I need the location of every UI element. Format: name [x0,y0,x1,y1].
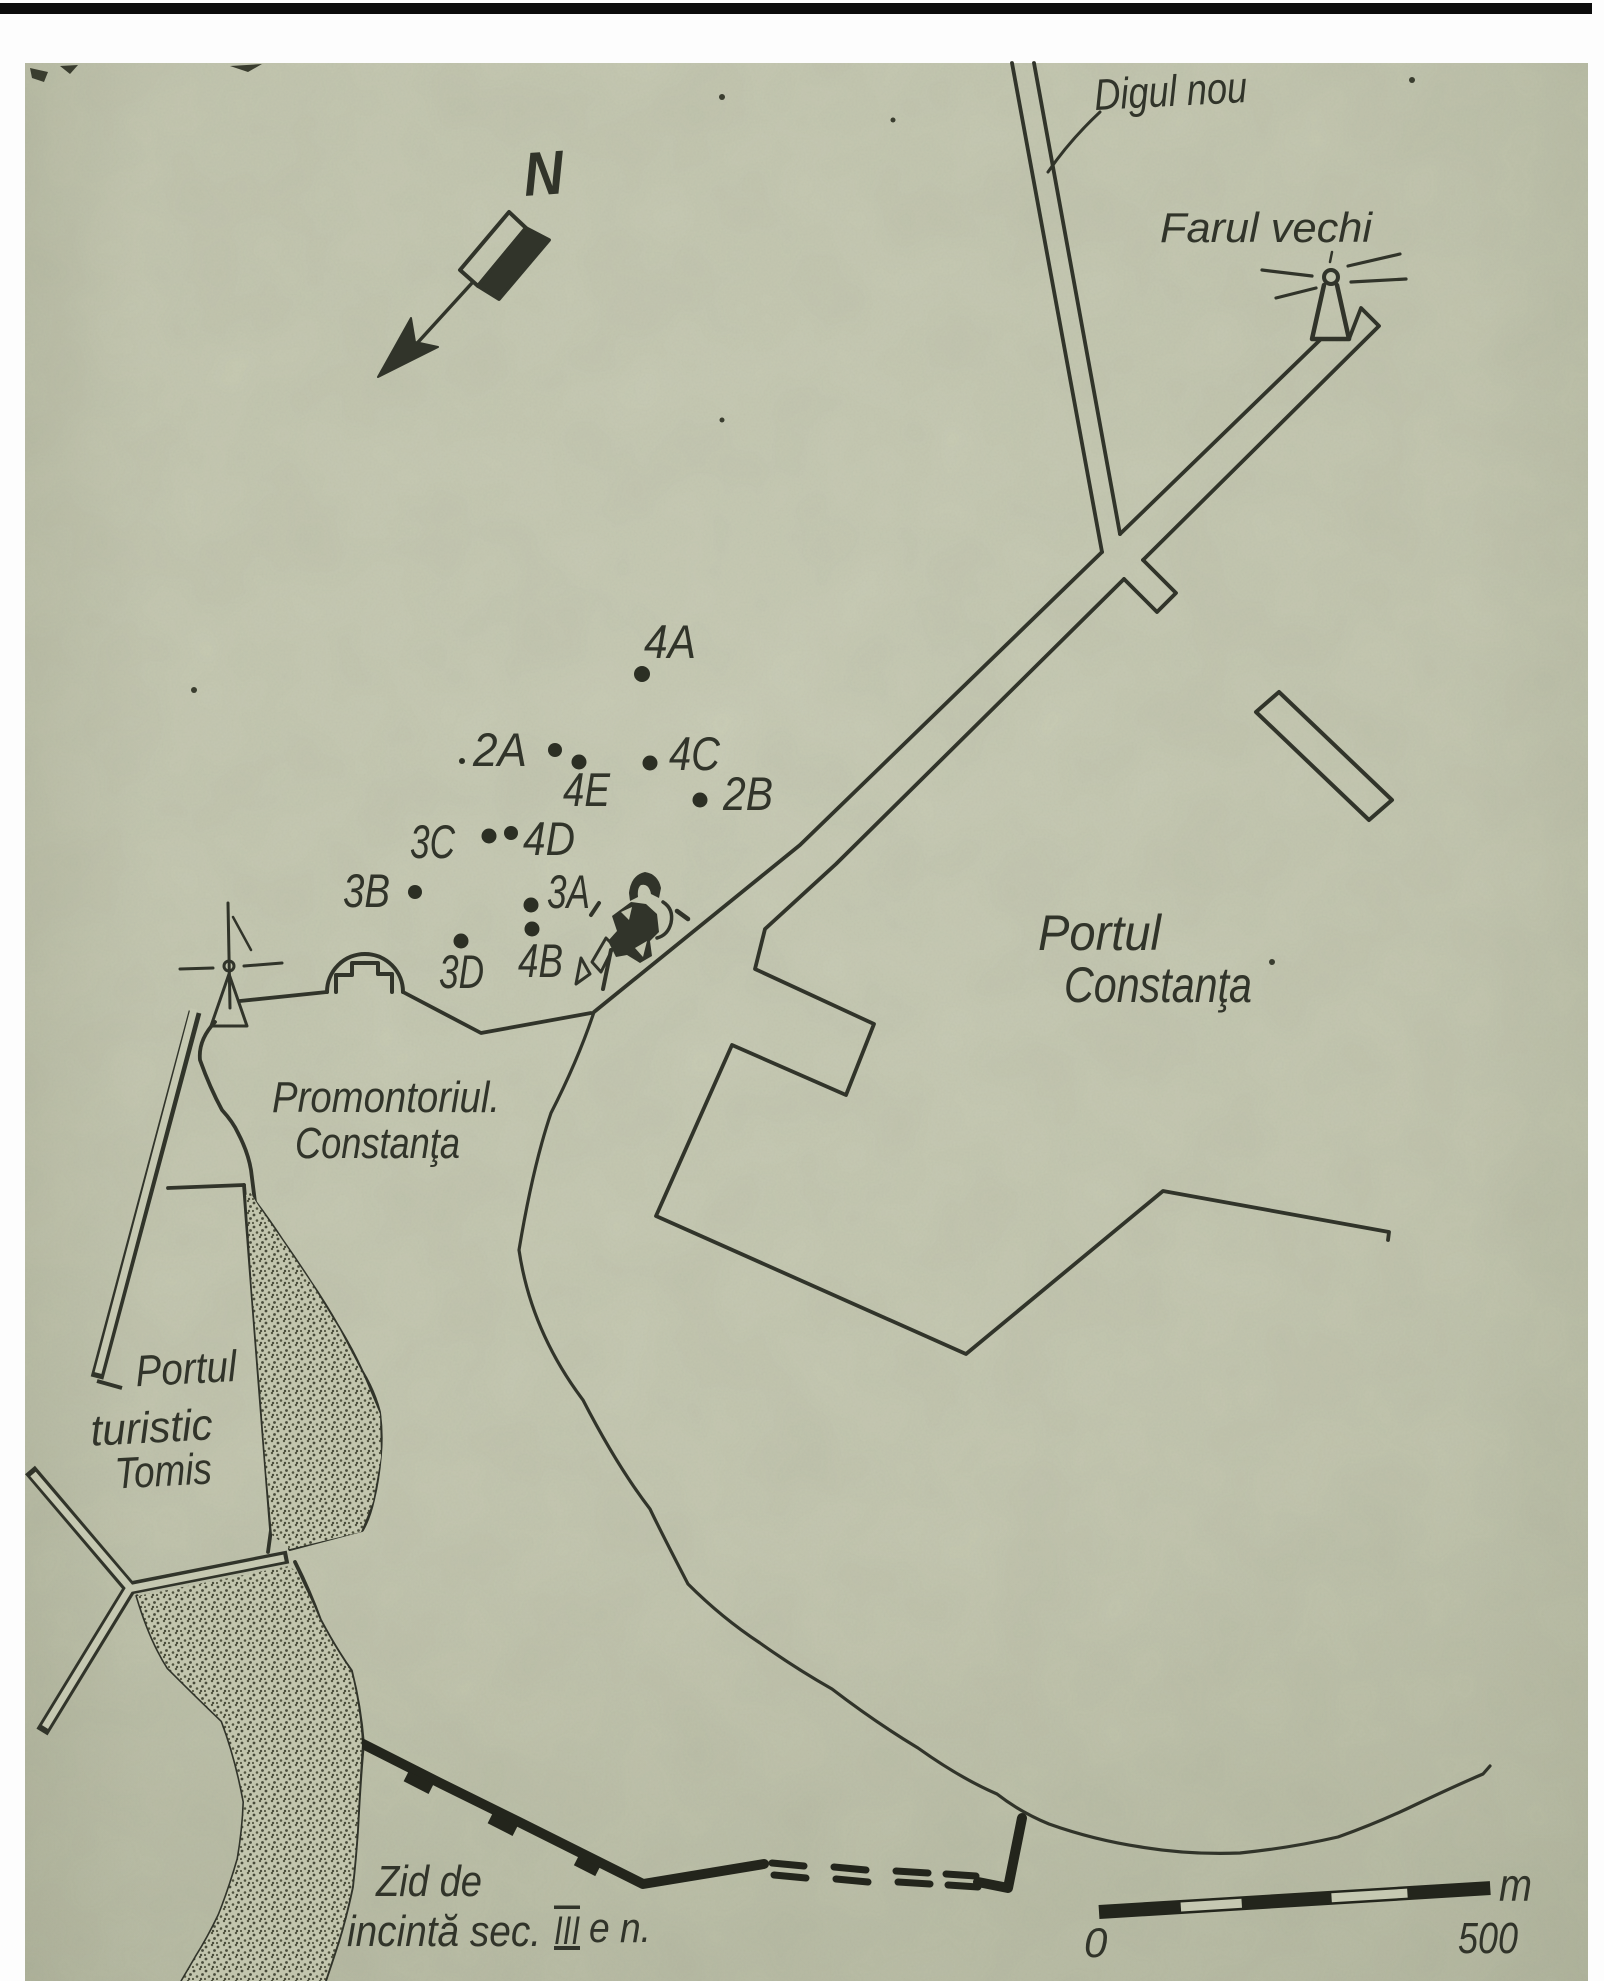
svg-text:4C: 4C [669,727,721,780]
svg-text:0: 0 [1084,1919,1108,1966]
svg-text:Portul: Portul [1038,905,1163,961]
svg-text:Zid de: Zid de [375,1857,482,1906]
svg-text:incintă sec.: incintă sec. [347,1907,541,1956]
svg-text:3B: 3B [343,864,390,917]
svg-text:Farul vechi: Farul vechi [1160,204,1374,251]
svg-text:3C: 3C [410,815,456,868]
svg-text:2A: 2A [472,723,527,776]
svg-text:4A: 4A [644,615,696,668]
svg-text:Constanţa: Constanţa [1064,957,1252,1013]
svg-text:3A: 3A [547,865,590,918]
svg-text:N: N [521,138,567,210]
svg-text:2B: 2B [722,767,773,820]
svg-text:Constanţa: Constanţa [295,1119,460,1168]
svg-text:Promontoriul.: Promontoriul. [272,1073,500,1122]
svg-text:turistic: turistic [89,1400,213,1455]
svg-text:4E: 4E [563,763,611,816]
svg-text:m: m [1499,1859,1532,1911]
svg-text:500: 500 [1458,1914,1518,1963]
svg-text:4B: 4B [518,934,563,987]
svg-text:III: III [554,1909,580,1953]
svg-text:Tomis: Tomis [114,1444,213,1498]
svg-text:4D: 4D [523,812,575,865]
svg-text:Portul: Portul [134,1342,238,1396]
svg-text:Digul nou: Digul nou [1093,63,1248,120]
svg-text:e n.: e n. [589,1904,651,1951]
svg-text:3D: 3D [439,945,484,998]
